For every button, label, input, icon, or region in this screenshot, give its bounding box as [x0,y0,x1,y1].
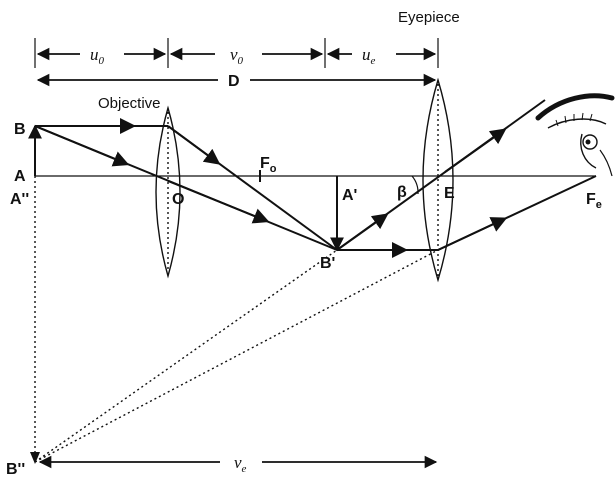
eyeball [582,134,598,150]
v0-label: v0 [230,45,244,67]
eyepiece-lens [422,77,454,283]
ray-through-O-arrow-2 [167,180,270,224]
beta-angle-arc [411,175,419,195]
eyebrow [535,93,615,121]
point-Fo-label: Fo [260,155,277,175]
ray-to-eye-lower-arrow [437,217,508,251]
beta-label: β [397,184,407,201]
point-E-label: E [444,185,455,202]
virtual-ray-upper [34,249,338,463]
virtual-ray-lower [34,249,439,463]
eye-socket [580,133,597,169]
eyelashes [555,112,593,127]
ray-through-O-arrow-1 [34,125,130,167]
cheek-line [599,149,613,177]
point-B-prime-label: B' [320,255,335,272]
point-B-label: B [14,121,26,138]
ray-through-E-arrow-1 [336,213,389,251]
ve-label: ve [234,453,247,475]
ray-through-E-arrow-2 [444,128,507,173]
point-Fe-label: Fe [586,191,602,211]
eyepiece-label: Eyepiece [398,9,460,26]
point-B-double-prime-label: B'' [6,461,25,478]
point-A-prime-label: A' [342,187,357,204]
objective-label: Objective [98,95,161,112]
objective-lens [155,105,181,279]
ue-label: ue [362,45,376,67]
point-O-label: O [172,191,184,208]
point-A-double-prime-label: A'' [10,191,29,208]
ray-through-Fo-arrow [167,125,221,165]
eye-illustration [535,93,615,177]
upper-eyelid [547,118,607,129]
dimension-lines [34,38,439,87]
pupil [585,139,591,145]
D-label: D [228,73,240,90]
point-A-label: A [14,168,26,185]
u0-label: u0 [90,45,105,67]
final-image-arrowhead [30,452,40,464]
